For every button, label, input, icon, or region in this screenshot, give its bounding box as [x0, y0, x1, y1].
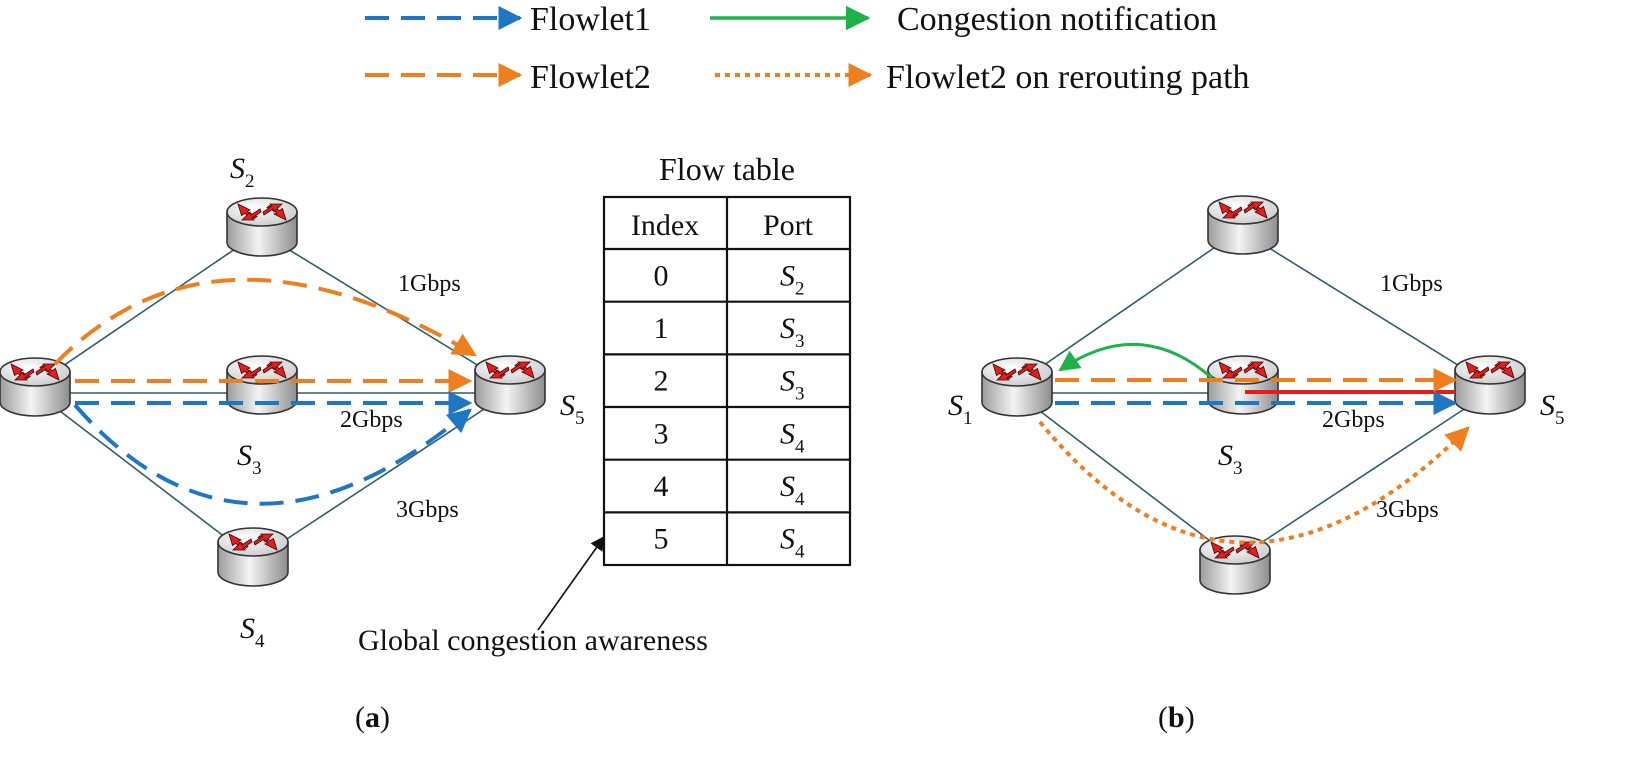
panel-b-flows: [1038, 343, 1470, 545]
legend-item-flowlet2: Flowlet2: [365, 59, 651, 96]
flowlet2-rerouting-path: [1038, 420, 1470, 545]
panel-a-links: [34, 231, 511, 561]
label-s3-b: S3: [1218, 439, 1243, 479]
router-s5-b: [1454, 355, 1526, 415]
caption-a: (a): [355, 701, 390, 734]
legend-item-congestion: Congestion notification: [710, 1, 1217, 38]
router-s5-a: [474, 355, 546, 415]
link-s2-s5-a: [259, 231, 511, 386]
flow-table-index-cell: 5: [654, 523, 669, 556]
flow-table-port-cell: S4: [780, 470, 805, 510]
label-s5-a: S5: [560, 389, 585, 429]
flow-table-title: Flow table: [659, 151, 795, 187]
flow-table-index-cell: 4: [654, 470, 669, 503]
congestion-notification-arrow: [1058, 343, 1213, 380]
label-s1-b: S1: [948, 389, 973, 429]
router-s4-b: [1199, 535, 1271, 595]
legend-item-rerouting: Flowlet2 on rerouting path: [715, 59, 1250, 96]
flow-table-index-cell: 1: [654, 312, 669, 345]
flow-table-port-cell: S2: [780, 259, 805, 299]
label-s4-a: S4: [240, 612, 265, 652]
flow-table-row-lines: [604, 247, 850, 514]
flow-table-index-cell: 2: [654, 365, 669, 398]
label-s5-b: S5: [1540, 389, 1565, 429]
legend: Flowlet1 Congestion notification Flowlet…: [365, 1, 1250, 96]
flowlet2-path-via-s2: [53, 277, 478, 366]
annotation-arrow: [537, 535, 605, 631]
router-s4-a: [217, 527, 289, 587]
bandwidth-2gbps-b: 2Gbps: [1322, 407, 1385, 433]
flow-table-port-cell: S4: [780, 417, 805, 457]
link-s1-s4-b: [1014, 391, 1236, 561]
link-s4-s5-b: [1234, 391, 1491, 561]
flow-table-index-cell: 3: [654, 417, 669, 450]
flowlet1-path-via-s4: [73, 403, 472, 506]
flow-table-port-cell: S4: [780, 523, 805, 563]
header-port: Port: [763, 209, 814, 242]
link-s2-s5-b: [1239, 229, 1491, 386]
router-s1-a: [0, 357, 71, 417]
global-congestion-label: Global congestion awareness: [358, 624, 708, 657]
label-s3-a: S3: [237, 439, 262, 479]
bandwidth-1gbps-a: 1Gbps: [398, 271, 461, 297]
legend-flowlet1-label: Flowlet1: [530, 1, 651, 38]
legend-rerouting-label: Flowlet2 on rerouting path: [886, 59, 1250, 96]
label-s2-a: S2: [230, 152, 255, 192]
panel-a: S2 S3 S4 S5 1Gbps 2Gbps 3Gbps (a): [0, 152, 585, 734]
router-s2-b: [1207, 195, 1279, 255]
router-s2-a: [226, 197, 298, 257]
bandwidth-3gbps-b: 3Gbps: [1376, 497, 1439, 523]
link-s1-s2-a: [34, 231, 261, 386]
router-s1-b: [981, 357, 1053, 417]
flow-table-port-cell: S3: [780, 365, 805, 405]
header-index: Index: [631, 209, 699, 242]
legend-item-flowlet1: Flowlet1: [365, 1, 651, 38]
panel-b: S1 S3 S5 1Gbps 2Gbps 3Gbps (b): [948, 195, 1565, 734]
bandwidth-1gbps-b: 1Gbps: [1380, 271, 1443, 297]
legend-congestion-label: Congestion notification: [897, 1, 1217, 38]
bandwidth-2gbps-a: 2Gbps: [340, 407, 403, 433]
router-s3-b: [1207, 355, 1279, 415]
panel-a-flows: [53, 277, 478, 506]
flow-table-index-cell: 0: [654, 259, 669, 292]
legend-flowlet2-label: Flowlet2: [530, 59, 651, 96]
flow-table-port-cell: S3: [780, 312, 805, 352]
router-s3-a: [226, 355, 298, 415]
panel-b-links: [1014, 229, 1491, 561]
caption-b: (b): [1158, 701, 1195, 734]
bandwidth-3gbps-a: 3Gbps: [396, 497, 459, 523]
link-s1-s2-b: [1014, 229, 1241, 386]
link-s1-s4-a: [34, 391, 256, 561]
